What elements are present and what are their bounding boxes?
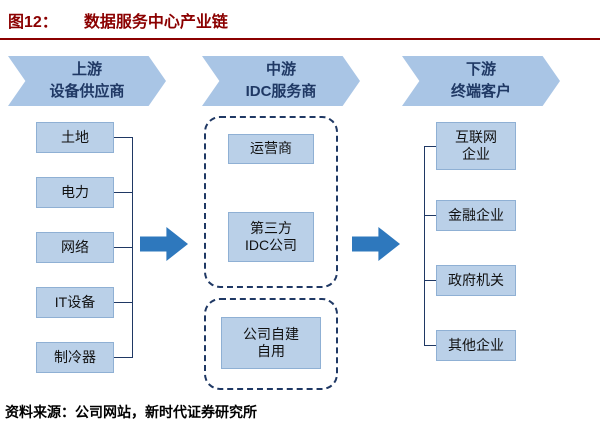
source-note: 资料来源：公司网站，新时代证券研究所 [5,404,257,420]
banner-midstream: 中游 IDC服务商 [202,56,360,106]
figure-number: 图12： [8,14,58,31]
connector-line [424,345,436,346]
banner-downstream: 下游 终端客户 [402,56,560,106]
connector-line [114,302,133,303]
node-land: 土地 [36,122,114,153]
connector-line [114,192,133,193]
arrow-upstream-to-midstream-icon [140,227,188,261]
group-idc-providers [204,116,338,288]
connector-bus-right [424,146,425,346]
node-other-companies: 其他企业 [436,330,516,361]
node-internet-companies: 互联网 企业 [436,122,516,170]
figure-header: 图12： 数据服务中心产业链 [8,8,228,32]
node-third-party-idc: 第三方 IDC公司 [228,212,314,262]
connector-line [114,357,133,358]
banner-upstream: 上游 设备供应商 [8,56,166,106]
banner-downstream-line1: 下游 [465,61,496,79]
figure-title: 数据服务中心产业链 [83,14,228,31]
connector-line [114,247,133,248]
node-cooling: 制冷器 [36,342,114,373]
banner-downstream-line2: 终端客户 [450,83,511,100]
group-self-built [204,298,338,390]
node-operator: 运营商 [228,134,314,164]
connector-bus-left [132,137,133,358]
node-government: 政府机关 [436,265,516,296]
node-network: 网络 [36,232,114,263]
node-power: 电力 [36,177,114,208]
connector-line [424,146,436,147]
connector-line [424,280,436,281]
title-underline [0,38,600,40]
banner-upstream-line1: 上游 [71,61,102,79]
node-financial-companies: 金融企业 [436,200,516,231]
banner-midstream-line1: 中游 [265,61,296,79]
connector-line [114,137,133,138]
node-it-equipment: IT设备 [36,287,114,318]
node-self-built: 公司自建 自用 [221,317,321,369]
banner-upstream-line2: 设备供应商 [49,83,125,100]
banner-midstream-line2: IDC服务商 [245,83,317,100]
connector-line [424,215,436,216]
arrow-midstream-to-downstream-icon [352,227,400,261]
